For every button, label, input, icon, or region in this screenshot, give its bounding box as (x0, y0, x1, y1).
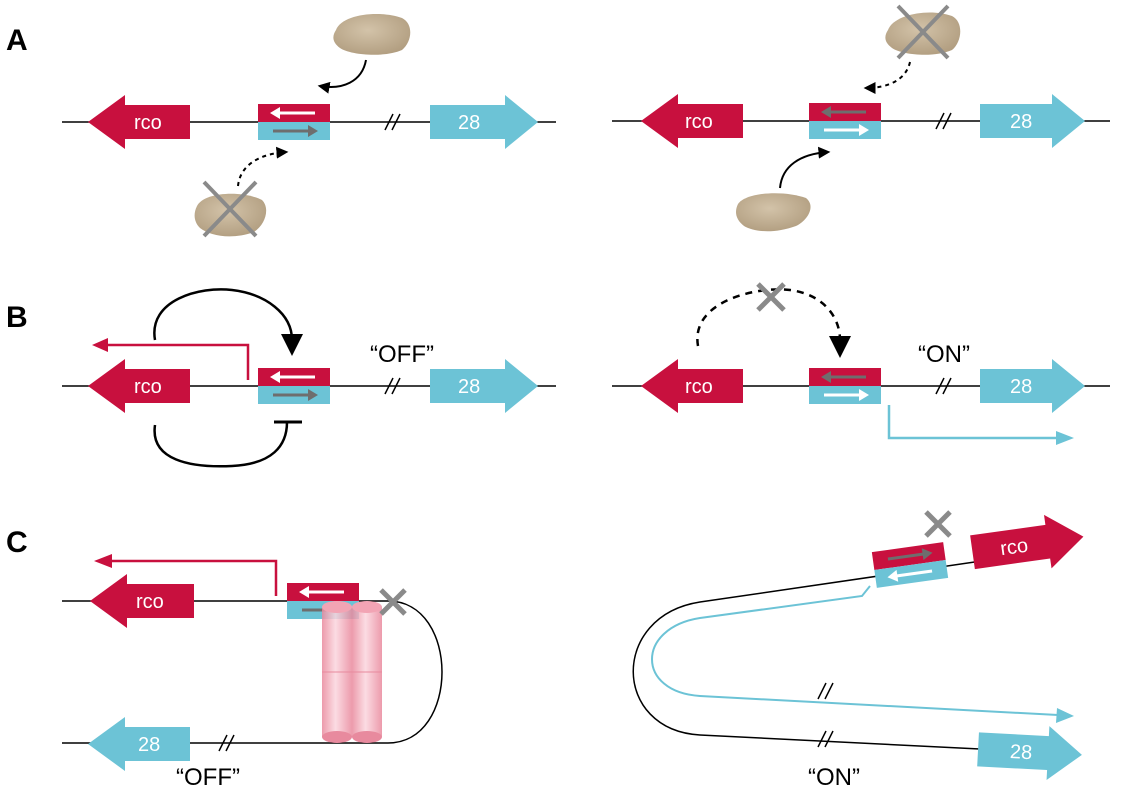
gene28-arrow (980, 94, 1085, 148)
gene28-label: 28 (458, 112, 480, 134)
gene28-transcript-arrow (887, 405, 1058, 440)
break-marks (384, 113, 401, 131)
break-marks (384, 377, 401, 395)
break-marks (935, 112, 952, 130)
rco-gene-label: rco (136, 591, 164, 613)
protein-blob (736, 193, 811, 232)
binding-arrow (317, 59, 367, 94)
block-cross-icon (756, 282, 786, 312)
gene28-arrow (430, 95, 538, 149)
repression-arc (153, 421, 289, 468)
block-cross-icon (202, 180, 258, 238)
gene28-arrow (977, 726, 1082, 781)
rco-transcript-arrow (106, 343, 250, 380)
panel-c-right: rco 28 “ON” (632, 510, 1084, 791)
nucleoid-protein-bridge (322, 601, 382, 743)
invertible-element-inverted (871, 542, 949, 588)
activation-arrowhead (281, 334, 303, 356)
rco-gene-arrow (88, 95, 190, 149)
state-label-on: “ON” (918, 341, 970, 368)
panel-label-b: B (6, 301, 28, 334)
binding-arrow (779, 146, 831, 189)
rco-gene-arrow (641, 359, 743, 413)
blocked-binding-arrow (237, 146, 289, 187)
gene28-label: 28 (1010, 111, 1032, 133)
protein-blob (333, 14, 411, 55)
blocked-autoregulation-arc (696, 288, 842, 347)
gene28-label: 28 (138, 734, 160, 756)
gene28-label: 28 (1009, 741, 1032, 764)
block-cross-icon (924, 510, 952, 538)
gene28-arrow (88, 717, 190, 771)
invertible-element-inverted (809, 103, 881, 139)
rco-gene-label: rco (999, 535, 1030, 561)
activation-arrowhead (829, 336, 851, 358)
invertible-element (258, 104, 330, 140)
gene28-transcript-arrowhead (1056, 708, 1074, 723)
gene28-arrow (430, 359, 538, 413)
gene28-transcript-arrowhead (1056, 431, 1074, 445)
rco-gene-arrow (970, 514, 1084, 570)
gene28-label: 28 (458, 376, 480, 398)
rco-gene-arrow (88, 359, 190, 413)
rco-gene-label: rco (134, 376, 162, 398)
autoregulation-activation-arrow (153, 288, 294, 341)
rco-transcript-arrowhead (94, 554, 112, 568)
block-cross-icon (896, 4, 950, 60)
rco-gene-arrow (90, 574, 194, 628)
panel-label-c: C (6, 526, 28, 559)
rco-transcript-arrowhead (92, 338, 108, 352)
protein-blob (194, 193, 267, 237)
rco-gene-label: rco (685, 111, 713, 133)
rco-gene-arrow (641, 94, 743, 148)
state-label-on: “ON” (808, 764, 860, 791)
panel-b-right: rco 28 “ON” (612, 282, 1110, 445)
panel-a-left: rco 28 (62, 14, 556, 238)
gene28-transcript-line (651, 585, 1059, 716)
gene28-arrow (980, 359, 1085, 413)
break-marks (218, 734, 235, 752)
panel-label-a: A (6, 24, 28, 57)
break-marks (935, 377, 952, 395)
invertible-element (258, 368, 330, 404)
blocked-binding-arrow (863, 61, 911, 94)
dna-loop (62, 600, 443, 744)
state-label-off: “OFF” (176, 764, 240, 791)
gene28-label: 28 (1010, 376, 1032, 398)
rco-gene-label: rco (685, 376, 713, 398)
panel-a-right: rco 28 (612, 4, 1110, 232)
block-cross-icon (379, 588, 407, 616)
break-marks (817, 682, 834, 748)
dna-hairpin (632, 557, 1003, 751)
rco-gene-label: rco (134, 112, 162, 134)
panel-b-left: rco 28 “OFF” (62, 288, 556, 468)
invertible-element-inverted (809, 368, 881, 404)
panel-c-left: rco 28 “OFF” (62, 554, 443, 791)
rco-transcript-arrow (110, 559, 278, 596)
state-label-off: “OFF” (370, 341, 434, 368)
